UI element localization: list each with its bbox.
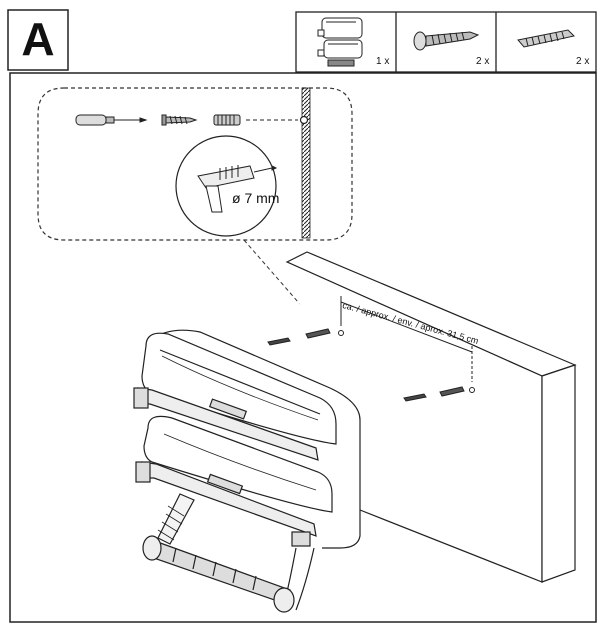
detail-wall-plug-icon xyxy=(213,114,241,126)
screw-icon xyxy=(413,31,480,51)
step-box xyxy=(7,9,69,71)
drill-hole-marker xyxy=(299,115,309,125)
dispenser-unit xyxy=(133,329,361,613)
wall-screw-left xyxy=(267,337,291,346)
wall-section-hatch xyxy=(301,87,311,239)
step-letter: A xyxy=(21,13,55,65)
drill-icon xyxy=(197,165,278,213)
wall-hole-left xyxy=(338,330,344,336)
wall-hole-right xyxy=(469,387,475,393)
drill-magnifier xyxy=(175,135,277,237)
screw-qty: 2 x xyxy=(476,56,490,67)
dispenser-qty: 1 x xyxy=(376,56,390,67)
distance-dimension-line xyxy=(340,296,473,382)
dispenser-icon xyxy=(317,17,363,67)
wall-panel xyxy=(285,251,577,583)
wall-plug-qty: 2 x xyxy=(576,56,590,67)
frame-border xyxy=(9,72,597,623)
wall-plug-right xyxy=(439,386,465,397)
screwdriver-icon xyxy=(75,114,148,126)
drill-size-label: ø 7 mm xyxy=(232,190,280,206)
wall-screw-right xyxy=(403,393,427,402)
wall-plug-icon xyxy=(517,29,575,48)
wall-plug-left xyxy=(305,328,331,339)
detail-screw-icon xyxy=(161,114,198,126)
